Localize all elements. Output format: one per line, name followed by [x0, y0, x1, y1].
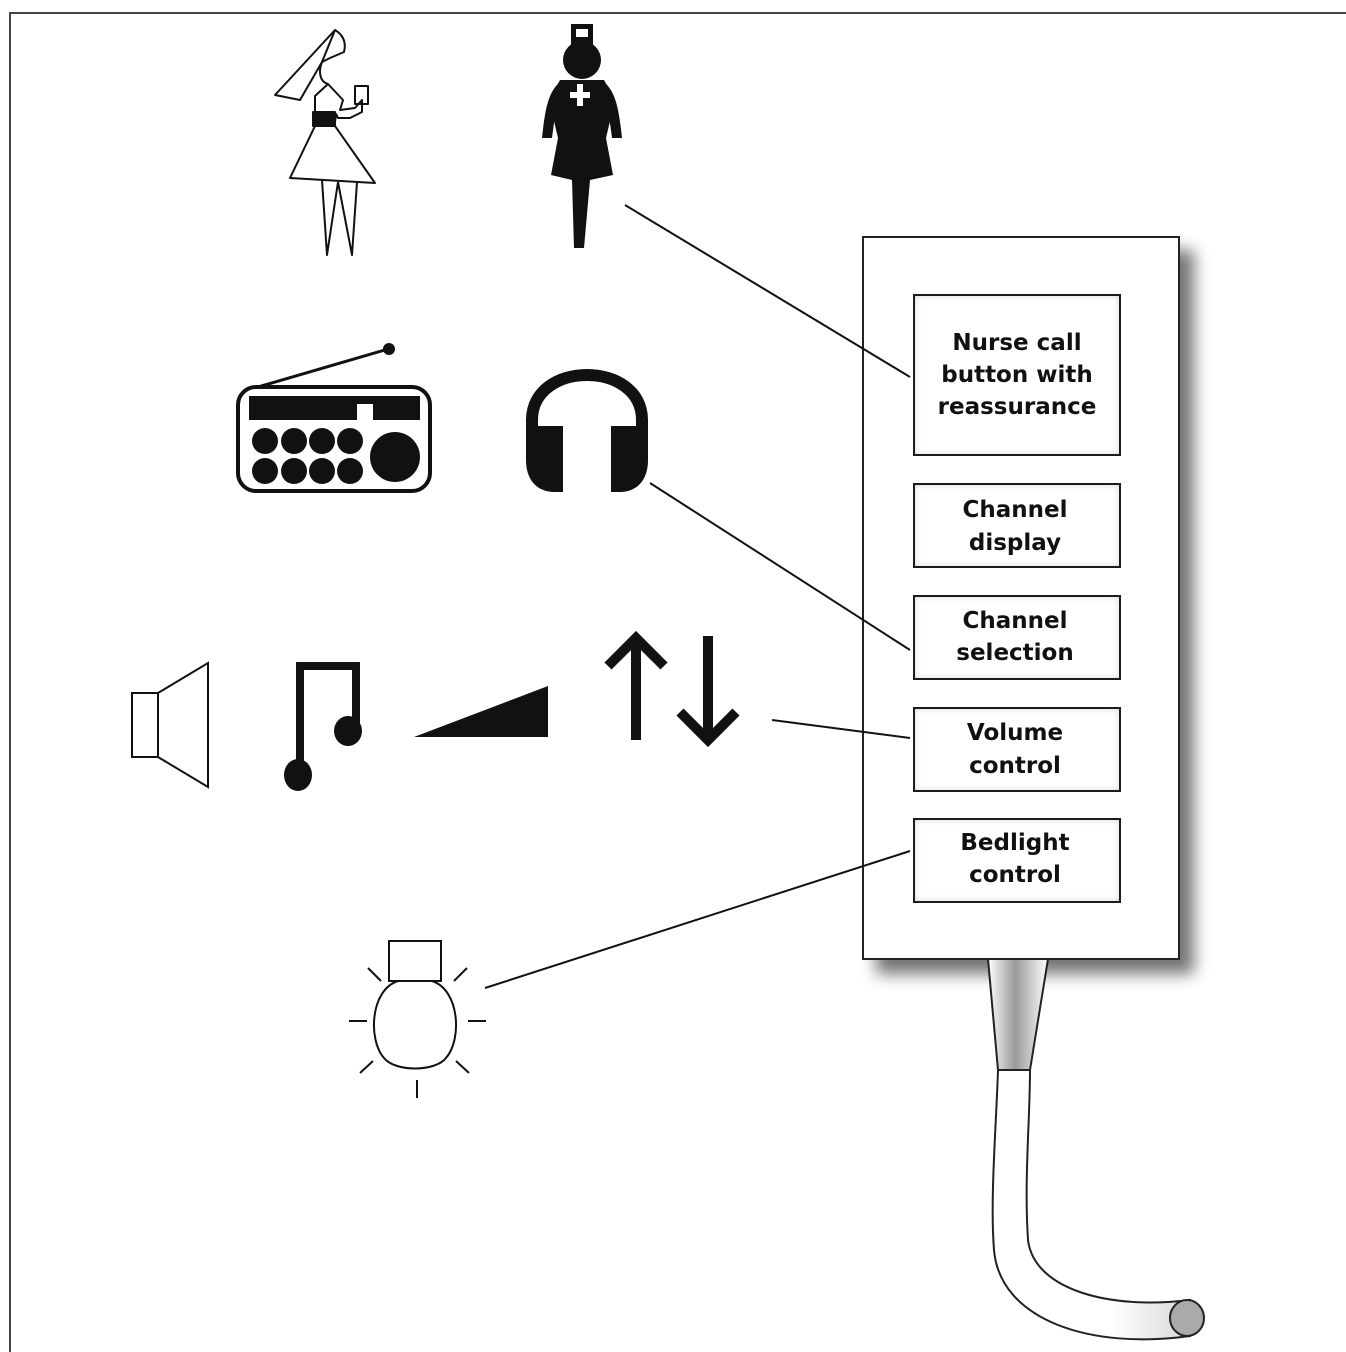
volume-control-label-line1: Volume: [967, 720, 1063, 746]
nurse-icon: [542, 24, 622, 248]
nurse-call-label-line3: reassurance: [938, 394, 1097, 420]
light-bulb-icon: [349, 940, 486, 1098]
nurse-call-label-line1: Nurse call: [952, 330, 1081, 356]
channel-selection-label-line2: selection: [956, 640, 1073, 666]
bedlight-control-button[interactable]: Bedlight control: [913, 818, 1121, 903]
nurse-call-button[interactable]: Nurse call button with reassurance: [913, 294, 1121, 456]
nurse-connector: [624, 204, 911, 378]
light-connector: [484, 850, 911, 989]
channel-display: Channel display: [913, 483, 1121, 568]
radio-icon: [236, 343, 432, 493]
music-note-icon: [284, 662, 362, 791]
diagram-frame: [9, 12, 1346, 1352]
nurse-call-label-line2: button with: [941, 362, 1093, 388]
headphones-icon: [526, 369, 648, 492]
up-down-arrows-icon: [604, 630, 740, 748]
volume-control-button[interactable]: Volume control: [913, 707, 1121, 792]
channel-selection-button[interactable]: Channel selection: [913, 595, 1121, 680]
volume-ramp-icon: [414, 686, 548, 737]
channel-display-label-line2: display: [969, 530, 1061, 556]
woman-holding-cup-icon: [274, 29, 376, 256]
bedlight-control-label-line1: Bedlight: [960, 830, 1069, 856]
volume-connector: [771, 719, 911, 739]
volume-control-label-line2: control: [969, 753, 1061, 779]
channel-display-label-line1: Channel: [962, 497, 1067, 523]
speaker-icon: [131, 661, 209, 789]
bedlight-control-label-line2: control: [969, 862, 1061, 888]
headphones-connector: [649, 482, 911, 651]
connector-lines: [484, 204, 911, 989]
channel-selection-label-line1: Channel: [962, 608, 1067, 634]
